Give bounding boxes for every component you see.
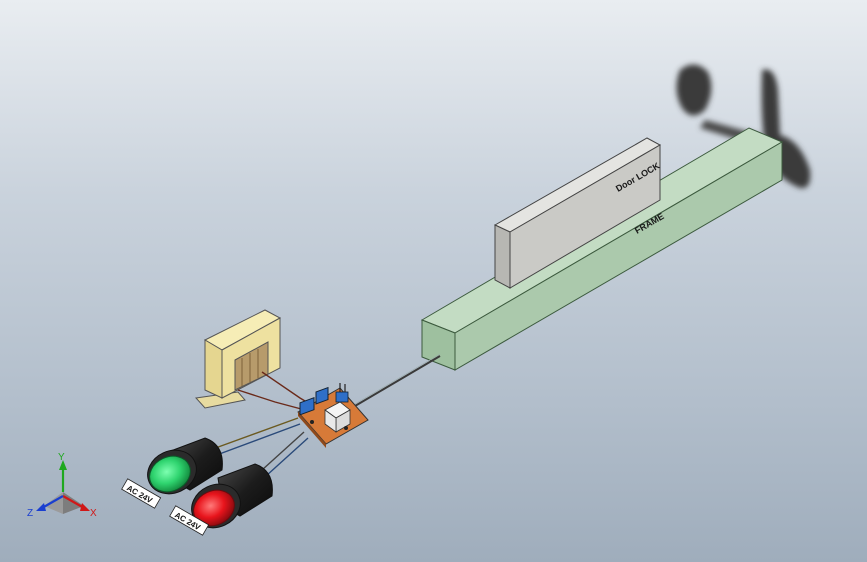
blue-connector (335, 391, 349, 403)
shadow-blob-left (676, 64, 712, 116)
triad-z-arrow (36, 503, 46, 511)
wire-green-lamp-2 (213, 423, 301, 457)
wire-transformer-1 (261, 371, 311, 405)
door-lock-block[interactable]: Door LOCK (493, 137, 662, 289)
relay-board[interactable] (297, 383, 369, 448)
triad-y-arrow (59, 460, 67, 470)
triad-x-arrow (80, 503, 90, 511)
pcb-component-2 (344, 426, 348, 430)
pcb-edge (298, 412, 326, 448)
transformer-front-face (204, 339, 223, 399)
wire-red-lamp-2 (265, 437, 309, 477)
triad-z-label: Z (27, 508, 33, 519)
triad-z-axis (41, 495, 64, 509)
green-lamp-lens (149, 455, 191, 493)
wire-bundle (209, 371, 311, 477)
wire-red-lamp-1 (261, 431, 305, 471)
terminal-block-2 (315, 386, 329, 405)
door-lock-side-face (509, 144, 661, 289)
triad-y-label: Y (58, 452, 65, 463)
door-lock-front-face (494, 224, 511, 289)
wire-transformer-2 (237, 389, 306, 411)
wire-green-lamp-1 (209, 417, 299, 451)
pcb-component-1 (310, 420, 314, 424)
triad-x-axis (62, 495, 85, 509)
signal-cable (354, 355, 441, 407)
terminal-block-1 (299, 397, 315, 416)
red-indicator-lamp[interactable]: AC 24V (169, 463, 273, 536)
triad-x-label: X (90, 508, 97, 519)
frame-side-face (454, 141, 783, 371)
triad-base-left (44, 492, 63, 514)
green-lamp-label-tag (121, 478, 162, 509)
signal-cable-highlight (354, 353, 441, 405)
red-lamp-label-tag (169, 505, 210, 536)
transformer-core (234, 341, 269, 391)
relay-cube-front (324, 409, 337, 433)
reference-triad[interactable]: Y X Z (27, 452, 97, 519)
transformer[interactable] (195, 309, 282, 409)
